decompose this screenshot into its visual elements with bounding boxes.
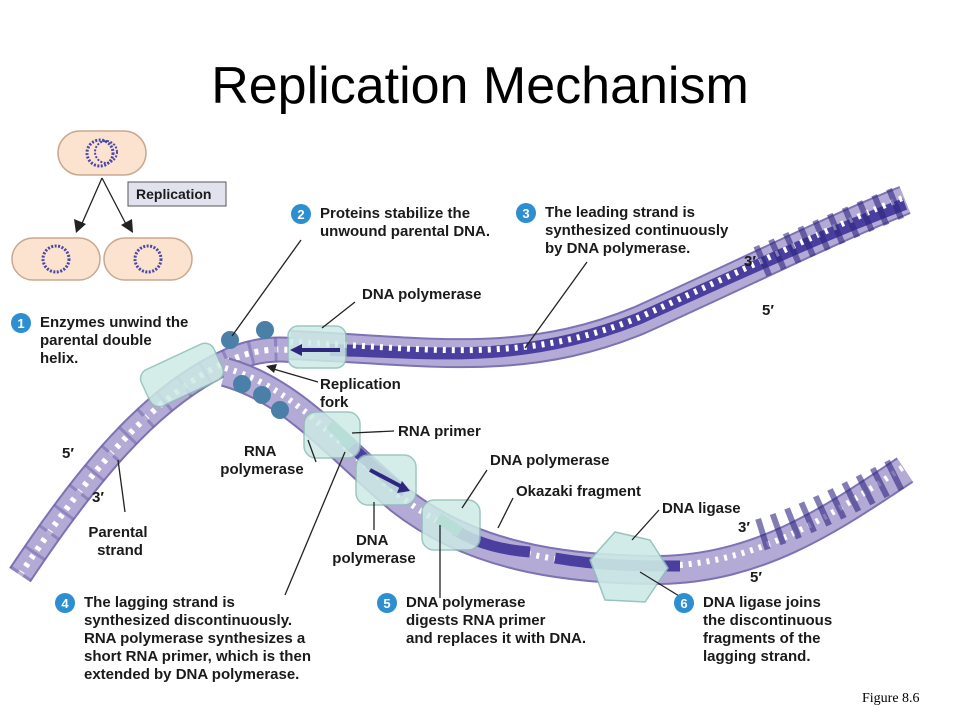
step-4-caption: The lagging strand is synthesized discon… [84, 594, 315, 683]
daughter-cell-left [11, 237, 101, 281]
daughter-cell-right [103, 237, 193, 281]
leading-5-prime: 5′ [762, 302, 774, 319]
svg-text:6: 6 [680, 596, 687, 611]
step-6-badge: 6 [674, 593, 694, 613]
replication-tag-label: Replication [136, 186, 211, 202]
step-1-caption: Enzymes unwind the parental double helix… [40, 314, 193, 367]
dna-ligase-enzyme [589, 531, 669, 603]
step-4-badge: 4 [55, 593, 75, 613]
leading-strand [289, 185, 911, 369]
rna-polymerase-enzyme [303, 411, 361, 459]
lagging-3-prime: 3′ [738, 519, 750, 536]
lagging-5-prime: 5′ [750, 569, 762, 586]
helicase [139, 342, 225, 408]
cell-inset: Replication [11, 130, 227, 281]
replication-tag [127, 181, 227, 207]
step-6-caption: DNA ligase joins the discontinuous fragm… [703, 594, 836, 665]
dna-polymerase-top-enzyme [287, 325, 347, 369]
binding-proteins [221, 321, 289, 419]
label-dna-polymerase-mid: DNA polymerase [490, 452, 610, 469]
enzymes [139, 325, 669, 603]
parental-5-prime: 5′ [62, 445, 74, 462]
parental-3-prime: 3′ [92, 489, 104, 506]
step-5-caption: DNA polymerase digests RNA primer and re… [406, 594, 586, 647]
label-rna-polymerase: RNA polymerase [220, 443, 303, 478]
step-2-caption: Proteins stabilize the unwound parental … [320, 205, 490, 240]
leader-lines [117, 239, 685, 600]
leading-3-prime: 3′ [744, 253, 756, 270]
step-3-caption: The leading strand is synthesized contin… [545, 204, 733, 257]
label-replication-fork: Replication fork [320, 376, 405, 411]
svg-text:2: 2 [297, 207, 304, 222]
label-rna-primer: RNA primer [398, 423, 481, 440]
label-okazaki-fragment: Okazaki fragment [516, 483, 641, 500]
svg-text:5: 5 [383, 596, 390, 611]
step-1-badge: 1 [11, 313, 31, 333]
parent-cell [57, 130, 147, 176]
step-5-badge: 5 [377, 593, 397, 613]
figure-label: Figure 8.6 [862, 691, 920, 706]
label-dna-polymerase-top: DNA polymerase [362, 286, 482, 303]
svg-text:4: 4 [61, 596, 69, 611]
label-parental-strand: Parental strand [88, 524, 151, 559]
svg-text:1: 1 [17, 316, 24, 331]
svg-text:3: 3 [522, 206, 529, 221]
dna-polymerase-low-enzyme [421, 499, 481, 551]
label-dna-polymerase-low: DNA polymerase [332, 532, 415, 567]
page-title: Replication Mechanism [211, 57, 749, 115]
step-2-badge: 2 [291, 204, 311, 224]
label-dna-ligase: DNA ligase [662, 500, 741, 517]
step-3-badge: 3 [516, 203, 536, 223]
